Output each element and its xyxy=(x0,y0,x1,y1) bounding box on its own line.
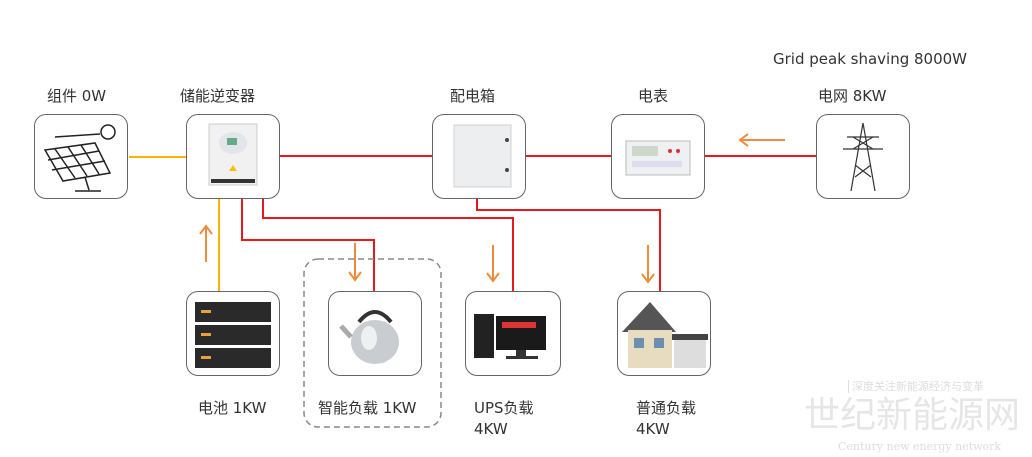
inverter-label: 储能逆变器 xyxy=(180,87,256,105)
distribution-node xyxy=(432,114,526,199)
ups-load-value: 4KW xyxy=(474,420,508,438)
arrow-grid-to-meter xyxy=(738,133,785,147)
normal-load-node xyxy=(617,291,711,376)
ups-load-label: UPS负载 xyxy=(474,399,534,417)
diagram-title: Grid peak shaving 8000W xyxy=(773,50,968,68)
solar-label: 组件 0W xyxy=(47,87,107,105)
watermark-english: Century new energy network xyxy=(838,440,1002,453)
inverter-ups-line xyxy=(262,199,514,291)
grid-label: 电网 8KW xyxy=(818,87,887,105)
solar-panel-icon xyxy=(43,124,116,192)
distribution-label: 配电箱 xyxy=(450,87,496,105)
smart-load-node xyxy=(328,291,422,376)
grid-node xyxy=(816,114,910,199)
meter-icon xyxy=(625,140,691,176)
normal-load-value: 4KW xyxy=(636,420,670,438)
smart-load-label: 智能负载 1KW xyxy=(318,399,417,417)
watermark-name: 世纪新能源网 xyxy=(804,395,1021,436)
house-icon xyxy=(622,302,708,368)
arrow-kettle-down xyxy=(348,243,362,282)
arrow-house-down xyxy=(641,245,655,284)
battery-node xyxy=(186,291,280,376)
distribution-box-icon xyxy=(453,124,512,188)
normal-load-label: 普通负载 xyxy=(636,399,697,417)
ups-load-node xyxy=(465,291,561,376)
smart-load-dashed-group xyxy=(303,258,442,428)
watermark-slogan: 深度关注新能源经济与变革 xyxy=(848,380,984,393)
arrow-battery-up xyxy=(199,224,213,262)
battery-label: 电池 1KW xyxy=(198,399,267,417)
distribution-house-line xyxy=(476,199,661,291)
meter-label: 电表 xyxy=(638,87,669,105)
computer-icon xyxy=(474,314,546,359)
arrow-ups-down xyxy=(486,245,500,283)
power-tower-icon xyxy=(843,122,883,192)
inverter-icon xyxy=(208,123,258,186)
inverter-kettle-line xyxy=(241,199,375,291)
battery-icon xyxy=(195,302,271,368)
meter-node xyxy=(611,114,705,199)
inverter-node xyxy=(186,114,280,199)
solar-node xyxy=(34,114,128,199)
kettle-icon xyxy=(339,310,399,364)
